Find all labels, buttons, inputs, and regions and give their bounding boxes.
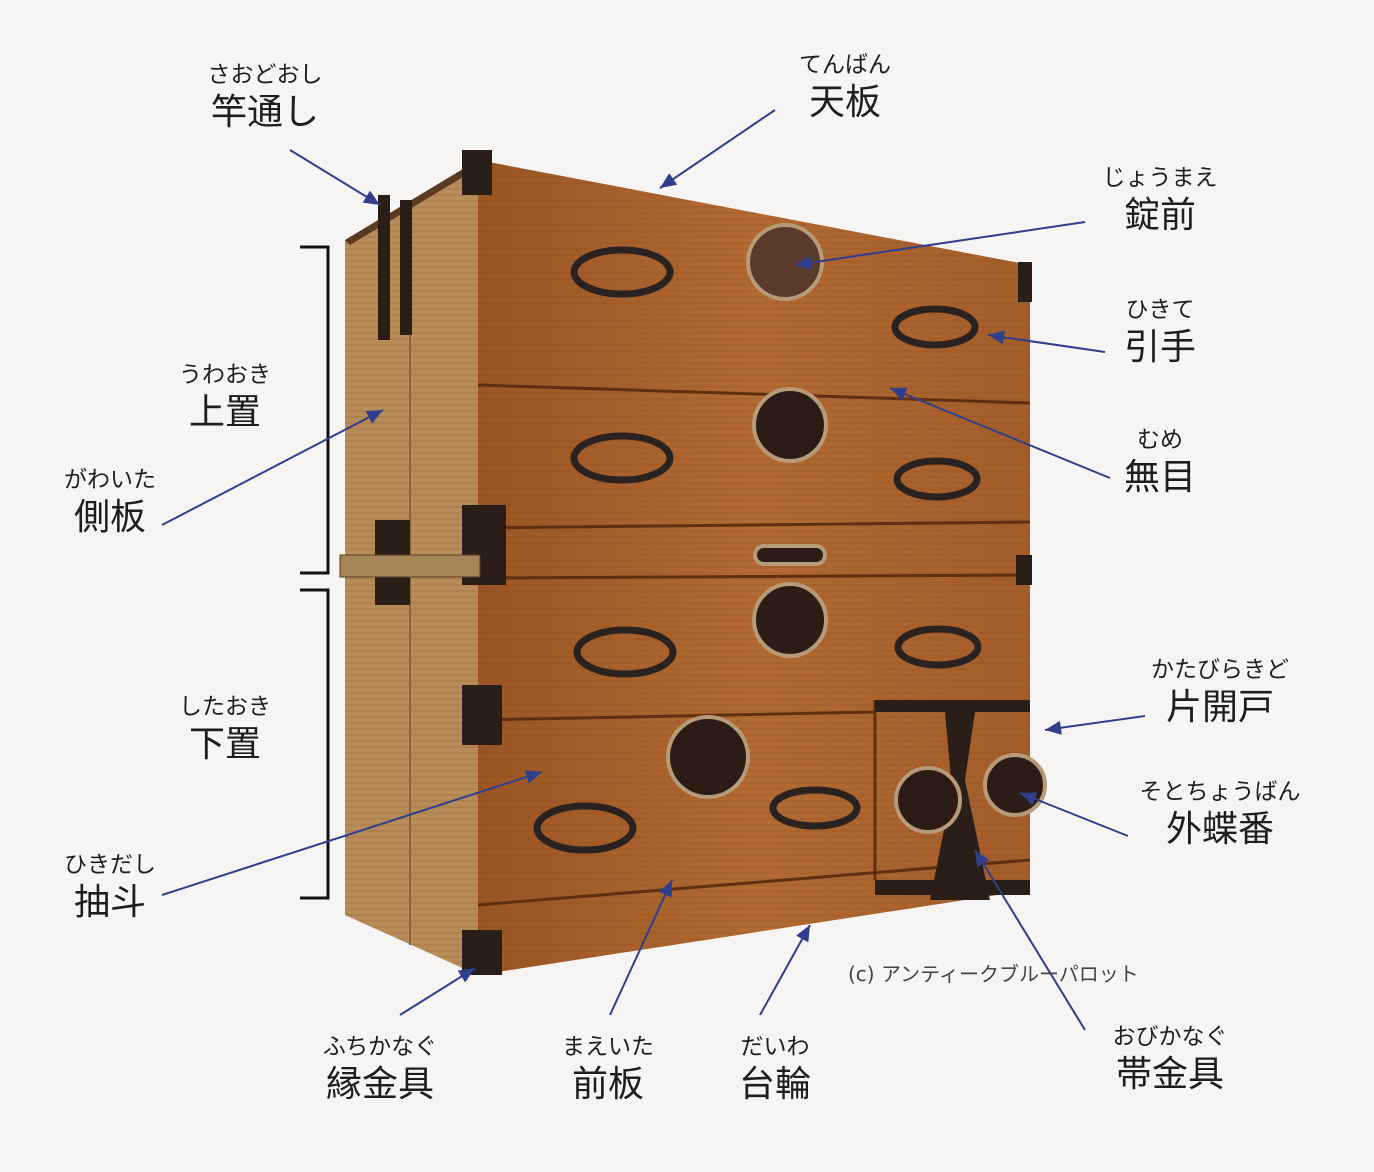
- arrow-line: [759, 924, 811, 1016]
- arrow-line: [987, 334, 1106, 353]
- kanji: 外蝶番: [1165, 809, 1274, 850]
- kana: だいわ: [740, 1034, 810, 1060]
- kanji: 片開戸: [1165, 687, 1274, 728]
- arrowhead: [1045, 720, 1062, 735]
- arrow-line: [161, 771, 543, 896]
- label-hikidashi: ひきだし抽斗: [64, 850, 156, 926]
- label-sotochouban: そとちょうばん外蝶番: [1140, 777, 1301, 853]
- label-obikanagu: おびかなぐ帯金具: [1113, 1022, 1228, 1098]
- kanji: 縁金具: [325, 1064, 434, 1105]
- kanji: 無目: [1123, 457, 1197, 498]
- kanji: 下置: [188, 724, 261, 765]
- kana: じょうまえ: [1102, 165, 1218, 191]
- arrowhead: [796, 925, 810, 943]
- kana: そとちょうばん: [1139, 779, 1301, 805]
- label-hikite: ひきて引手: [1124, 295, 1196, 371]
- kana: かたびらきど: [1151, 657, 1289, 683]
- kana: ふちかなぐ: [322, 1034, 438, 1060]
- kanji: 台輪: [738, 1064, 812, 1105]
- arrow-line: [1044, 715, 1146, 731]
- label-uwaoki: うわおき上置: [179, 360, 271, 436]
- label-saodooshi: さおどおし竿通し: [208, 60, 323, 136]
- leader-arrows: [161, 109, 1146, 1031]
- arrowhead: [658, 880, 672, 898]
- kanji: 天板: [808, 82, 881, 123]
- label-joumae: じょうまえ錠前: [1103, 163, 1218, 239]
- label-mume: むめ無目: [1124, 425, 1196, 501]
- arrow-line: [289, 149, 381, 206]
- copyright: (c) アンティークブルーパロット: [848, 962, 1139, 986]
- kana: まえいた: [562, 1034, 654, 1060]
- label-katabirakido: かたびらきど片開戸: [1151, 655, 1289, 731]
- label-shitaoki: したおき下置: [179, 692, 271, 768]
- kana: むめ: [1136, 427, 1183, 453]
- kana: ひきて: [1125, 297, 1195, 323]
- arrowhead: [524, 770, 542, 784]
- arrowhead: [660, 173, 678, 188]
- brackets: [300, 245, 330, 900]
- label-gawaita: がわいた側板: [64, 465, 156, 541]
- kanji: 帯金具: [1115, 1054, 1224, 1095]
- arrowhead: [365, 410, 383, 424]
- arrowhead: [988, 330, 1005, 345]
- kanji: 側板: [73, 497, 146, 538]
- kanji: 竿通し: [210, 92, 319, 133]
- arrowhead: [890, 387, 908, 401]
- kanji: 抽斗: [73, 882, 146, 923]
- label-tenban: てんばん天板: [799, 50, 891, 126]
- arrow-line: [161, 409, 384, 526]
- label-daiwa: だいわ台輪: [739, 1032, 811, 1108]
- arrow-line: [659, 109, 776, 189]
- arrowhead: [795, 255, 812, 270]
- kanji: 前板: [571, 1064, 644, 1105]
- kana: うわおき: [179, 362, 271, 388]
- arrow-line: [1019, 792, 1129, 837]
- kana: ひきだし: [64, 852, 156, 878]
- arrow-line: [889, 387, 1111, 479]
- drawer-handles: [533, 246, 982, 854]
- kana: てんばん: [799, 52, 891, 78]
- label-fuchikanagu: ふちかなぐ縁金具: [323, 1032, 437, 1108]
- kanji: 上置: [188, 392, 261, 433]
- arrowhead: [1020, 792, 1038, 806]
- arrowhead: [975, 850, 990, 868]
- label-maeita: まえいた前板: [562, 1032, 654, 1108]
- arrow-line: [609, 879, 673, 1016]
- kanji: 錠前: [1123, 195, 1196, 236]
- arrow-line: [974, 849, 1086, 1031]
- kana: さおどおし: [207, 62, 323, 88]
- kanji: 引手: [1123, 327, 1197, 368]
- arrow-line: [794, 221, 1086, 266]
- arrowhead: [362, 190, 380, 205]
- arrowhead: [457, 968, 475, 983]
- kana: がわいた: [64, 467, 156, 493]
- kana: したおき: [179, 694, 271, 720]
- kana: おびかなぐ: [1112, 1024, 1228, 1050]
